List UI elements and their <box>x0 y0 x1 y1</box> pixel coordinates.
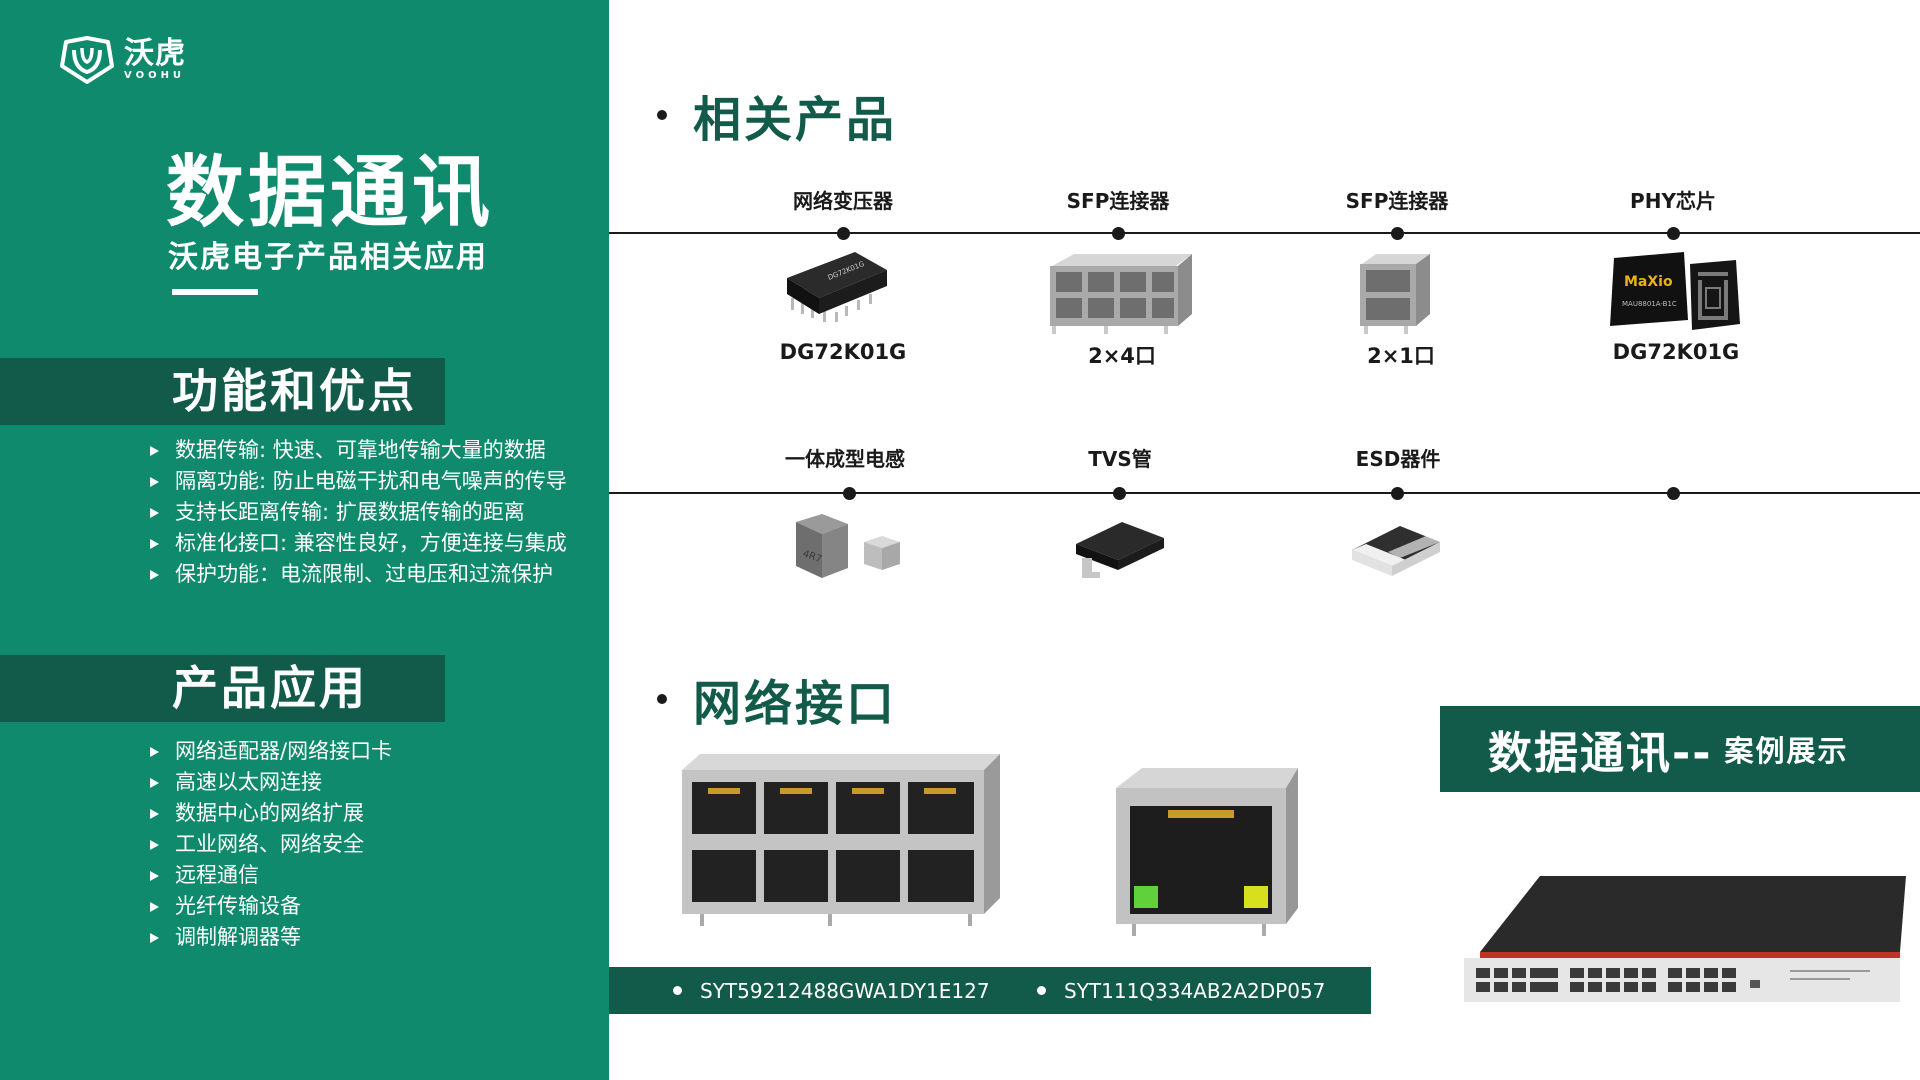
product-code: DG72K01G <box>779 340 907 364</box>
features-heading: 功能和优点 <box>0 358 445 425</box>
svg-text:MAU8801A-B1C: MAU8801A-B1C <box>1622 300 1677 308</box>
product-label: TVS管 <box>1088 447 1152 471</box>
triangle-bullet-icon <box>150 870 159 881</box>
sfp-cage-2x4-icon <box>1050 254 1192 334</box>
product-label: ESD器件 <box>1355 447 1441 471</box>
applications-list: 网络适配器/网络接口卡 高速以太网连接 数据中心的网络扩展 工业网络、网络安全 … <box>150 736 392 953</box>
list-item: 工业网络、网络安全 <box>150 829 392 860</box>
rj45-2x4-connector-icon <box>682 754 1000 926</box>
list-item: 数据传输: 快速、可靠地传输大量的数据 <box>150 435 567 466</box>
esd-device-icon <box>1352 526 1440 576</box>
network-interface-heading: 网络接口 <box>657 664 897 734</box>
product-code: 2×4口 <box>1088 344 1156 368</box>
list-item: 高速以太网连接 <box>150 767 392 798</box>
list-item: 网络适配器/网络接口卡 <box>150 736 392 767</box>
heading-bullet-icon <box>657 694 667 704</box>
product-label: 网络变压器 <box>793 189 893 213</box>
triangle-bullet-icon <box>150 839 159 850</box>
case-showcase-heading: 数据通讯-- 案例展示 <box>1440 706 1920 792</box>
list-item: 标准化接口: 兼容性良好，方便连接与集成 <box>150 528 567 559</box>
page-subtitle: 沃虎电子产品相关应用 <box>168 240 488 275</box>
list-item: 保护功能：电流限制、过电压和过流保护 <box>150 559 567 590</box>
list-item: 隔离功能: 防止电磁干扰和电气噪声的传导 <box>150 466 567 497</box>
product-timeline <box>609 492 1920 494</box>
product-label: PHY芯片 <box>1630 189 1716 213</box>
brand-logo: 沃虎 VOOHU <box>58 36 186 84</box>
connector-code-item: SYT59212488GWA1DY1E127 <box>673 979 990 1003</box>
product-label: SFP连接器 <box>1066 189 1170 213</box>
timeline-node <box>1113 487 1126 500</box>
triangle-bullet-icon <box>150 932 159 943</box>
product-label: SFP连接器 <box>1345 189 1449 213</box>
triangle-bullet-icon <box>150 808 159 819</box>
transformer-chip-icon: DG72K01G <box>787 252 887 322</box>
heading-bullet-icon <box>657 110 667 120</box>
rj45-single-connector-icon <box>1116 768 1298 936</box>
product-label: 一体成型电感 <box>785 447 905 471</box>
triangle-bullet-icon <box>150 746 159 757</box>
product-code: DG72K01G <box>1612 340 1740 364</box>
triangle-bullet-icon <box>150 777 159 788</box>
network-switch-icon <box>1464 876 1906 1002</box>
timeline-node <box>837 227 850 240</box>
timeline-node <box>1667 487 1680 500</box>
timeline-node <box>1391 487 1404 500</box>
product-code: 2×1口 <box>1367 344 1435 368</box>
title-divider <box>172 289 258 295</box>
triangle-bullet-icon <box>150 569 159 580</box>
voohu-logo-icon <box>60 36 114 84</box>
timeline-node <box>843 487 856 500</box>
applications-heading: 产品应用 <box>0 655 445 722</box>
list-item: 调制解调器等 <box>150 922 392 953</box>
triangle-bullet-icon <box>150 476 159 487</box>
list-item: 数据中心的网络扩展 <box>150 798 392 829</box>
svg-text:MaXio: MaXio <box>1624 274 1673 290</box>
related-products-heading: 相关产品 <box>657 80 897 150</box>
page-title: 数据通讯 <box>166 148 495 238</box>
features-list: 数据传输: 快速、可靠地传输大量的数据 隔离功能: 防止电磁干扰和电气噪声的传导… <box>150 435 567 590</box>
timeline-node <box>1112 227 1125 240</box>
triangle-bullet-icon <box>150 507 159 518</box>
brand-name-cn: 沃虎 <box>124 36 186 71</box>
product-timeline <box>609 232 1920 234</box>
list-item: 光纤传输设备 <box>150 891 392 922</box>
list-item: 支持长距离传输: 扩展数据传输的距离 <box>150 497 567 528</box>
triangle-bullet-icon <box>150 445 159 456</box>
molded-inductor-icon: 4R7 <box>796 514 900 578</box>
code-bullet-icon <box>673 986 682 995</box>
left-panel: 沃虎 VOOHU 数据通讯 沃虎电子产品相关应用 功能和优点 数据传输: 快速、… <box>0 0 609 1080</box>
timeline-node <box>1391 227 1404 240</box>
connector-code-bar: SYT59212488GWA1DY1E127 SYT111Q334AB2A2DP… <box>609 967 1371 1014</box>
phy-chip-icon: MaXio MAU8801A-B1C <box>1610 252 1740 330</box>
triangle-bullet-icon <box>150 538 159 549</box>
timeline-node <box>1667 227 1680 240</box>
connector-code-item: SYT111Q334AB2A2DP057 <box>1037 979 1325 1003</box>
tvs-diode-icon <box>1076 522 1164 578</box>
triangle-bullet-icon <box>150 901 159 912</box>
brand-name-en: VOOHU <box>124 70 186 81</box>
sfp-cage-2x1-icon <box>1360 254 1430 334</box>
code-bullet-icon <box>1037 986 1046 995</box>
list-item: 远程通信 <box>150 860 392 891</box>
